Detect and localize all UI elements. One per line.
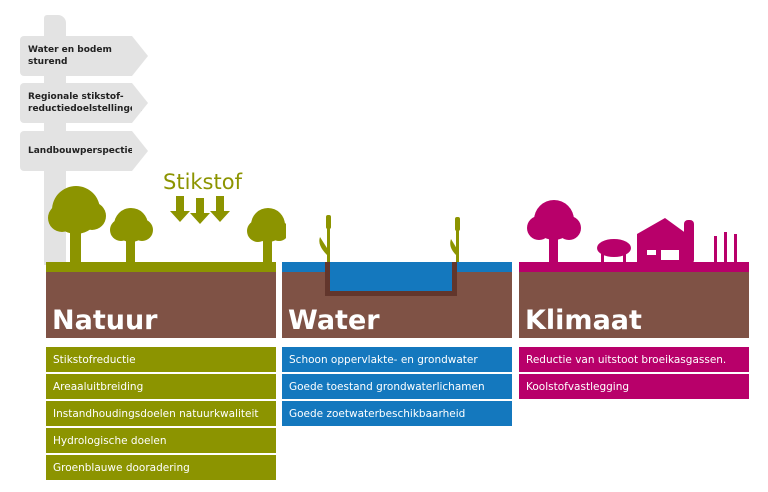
sign-landbouw: Landbouwperspectief bbox=[20, 131, 148, 171]
soil-block: Klimaat bbox=[519, 272, 749, 338]
list-item: Goede toestand grondwaterlichamen bbox=[282, 374, 512, 399]
list-item: Groenblauwe dooradering bbox=[46, 455, 276, 480]
column-title: Natuur bbox=[52, 305, 158, 336]
column-natuur: Natuur Stikstofreductie Areaaluitbreidin… bbox=[46, 262, 276, 482]
column-title: Klimaat bbox=[525, 305, 642, 336]
soil-block: Water bbox=[282, 262, 512, 338]
list-item: Areaaluitbreiding bbox=[46, 374, 276, 399]
sign-stikstof-doelen: Regionale stikstof-reductiedoelstellinge… bbox=[20, 83, 148, 123]
farm-icon bbox=[527, 200, 737, 264]
list-item: Instandhoudingsdoelen natuurkwaliteit bbox=[46, 401, 276, 426]
column-water: Water Schoon oppervlakte- en grondwater … bbox=[282, 262, 512, 428]
column-klimaat: Klimaat Reductie van uitstoot broeikasga… bbox=[519, 262, 749, 401]
trees-icon bbox=[48, 186, 286, 265]
sign-label: Water en bodem sturend bbox=[28, 45, 112, 67]
grass-strip bbox=[46, 262, 276, 272]
list-item: Reductie van uitstoot broeikasgassen. bbox=[519, 347, 749, 372]
sign-label: Landbouwperspectief bbox=[28, 146, 138, 156]
pond bbox=[325, 262, 457, 296]
list-item: Goede zoetwaterbeschikbaarheid bbox=[282, 401, 512, 426]
soil-block: Natuur bbox=[46, 272, 276, 338]
list-item: Schoon oppervlakte- en grondwater bbox=[282, 347, 512, 372]
sign-label: Regionale stikstof-reductiedoelstellinge… bbox=[28, 92, 143, 114]
list-item: Koolstofvastlegging bbox=[519, 374, 749, 399]
list-item: Hydrologische doelen bbox=[46, 428, 276, 453]
sign-water-bodem: Water en bodem sturend bbox=[20, 36, 148, 76]
list-item: Stikstofreductie bbox=[46, 347, 276, 372]
stikstof-label: Stikstof bbox=[163, 170, 242, 194]
column-title: Water bbox=[288, 305, 380, 336]
arrow-down-icons bbox=[170, 196, 230, 224]
reeds-icon bbox=[319, 215, 460, 265]
magenta-strip bbox=[519, 262, 749, 272]
